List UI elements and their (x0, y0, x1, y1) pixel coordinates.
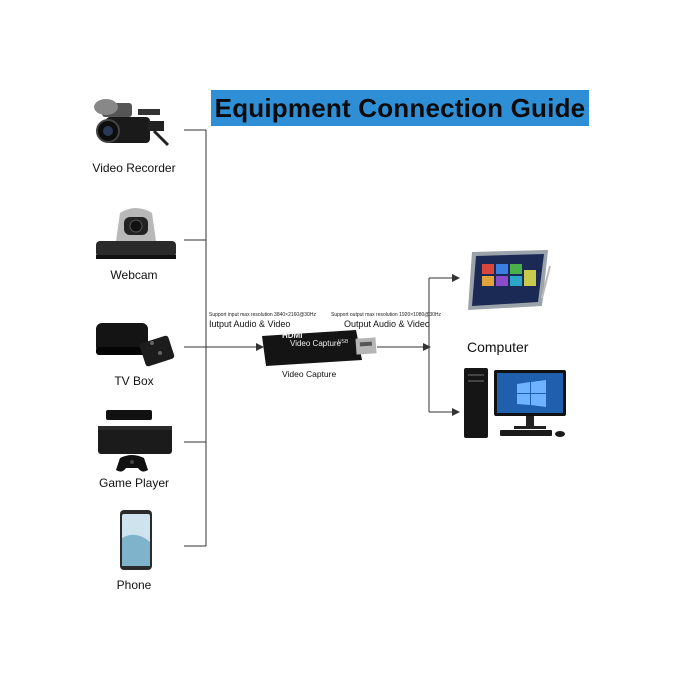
computer-label: Computer (467, 339, 529, 355)
video-recorder-device (88, 95, 178, 157)
source-label: Webcam (110, 268, 158, 282)
input-label: Iutput Audio & Video (209, 319, 291, 329)
game-player-device (92, 408, 184, 474)
desktop-computer-icon (464, 368, 566, 438)
video-recorder-icon (94, 99, 170, 147)
tablet-icon (468, 250, 551, 310)
tv-box-device (90, 317, 182, 367)
capture-port-text: USB (338, 339, 349, 345)
title-banner: Equipment Connection Guide (211, 90, 589, 126)
video-capture-device (262, 330, 378, 366)
phone-device (118, 508, 154, 572)
source-label: Video Recorder (92, 161, 176, 175)
capture-brand: HDMI (282, 331, 303, 340)
source-label: TV Box (114, 374, 154, 388)
capture-dongle-icon (262, 330, 377, 366)
source-label: Phone (116, 578, 152, 592)
input-note: Support input max resolution 3840×2160@3… (209, 312, 316, 318)
webcam-device (90, 203, 182, 263)
page-title: Equipment Connection Guide (214, 92, 586, 123)
capture-name: Video Capture (290, 339, 341, 348)
desktop-computer-device (462, 366, 572, 442)
capture-caption: Video Capture (282, 369, 337, 379)
source-label: Game Player (98, 476, 170, 490)
output-note: Support output max resolution 1920×1080@… (331, 312, 442, 318)
tv-box-icon (96, 323, 175, 367)
output-label: Output Audio & Video (344, 319, 430, 329)
phone-icon (120, 510, 152, 570)
tablet-device (462, 248, 558, 314)
game-console-icon (98, 410, 172, 472)
webcam-icon (96, 208, 176, 259)
